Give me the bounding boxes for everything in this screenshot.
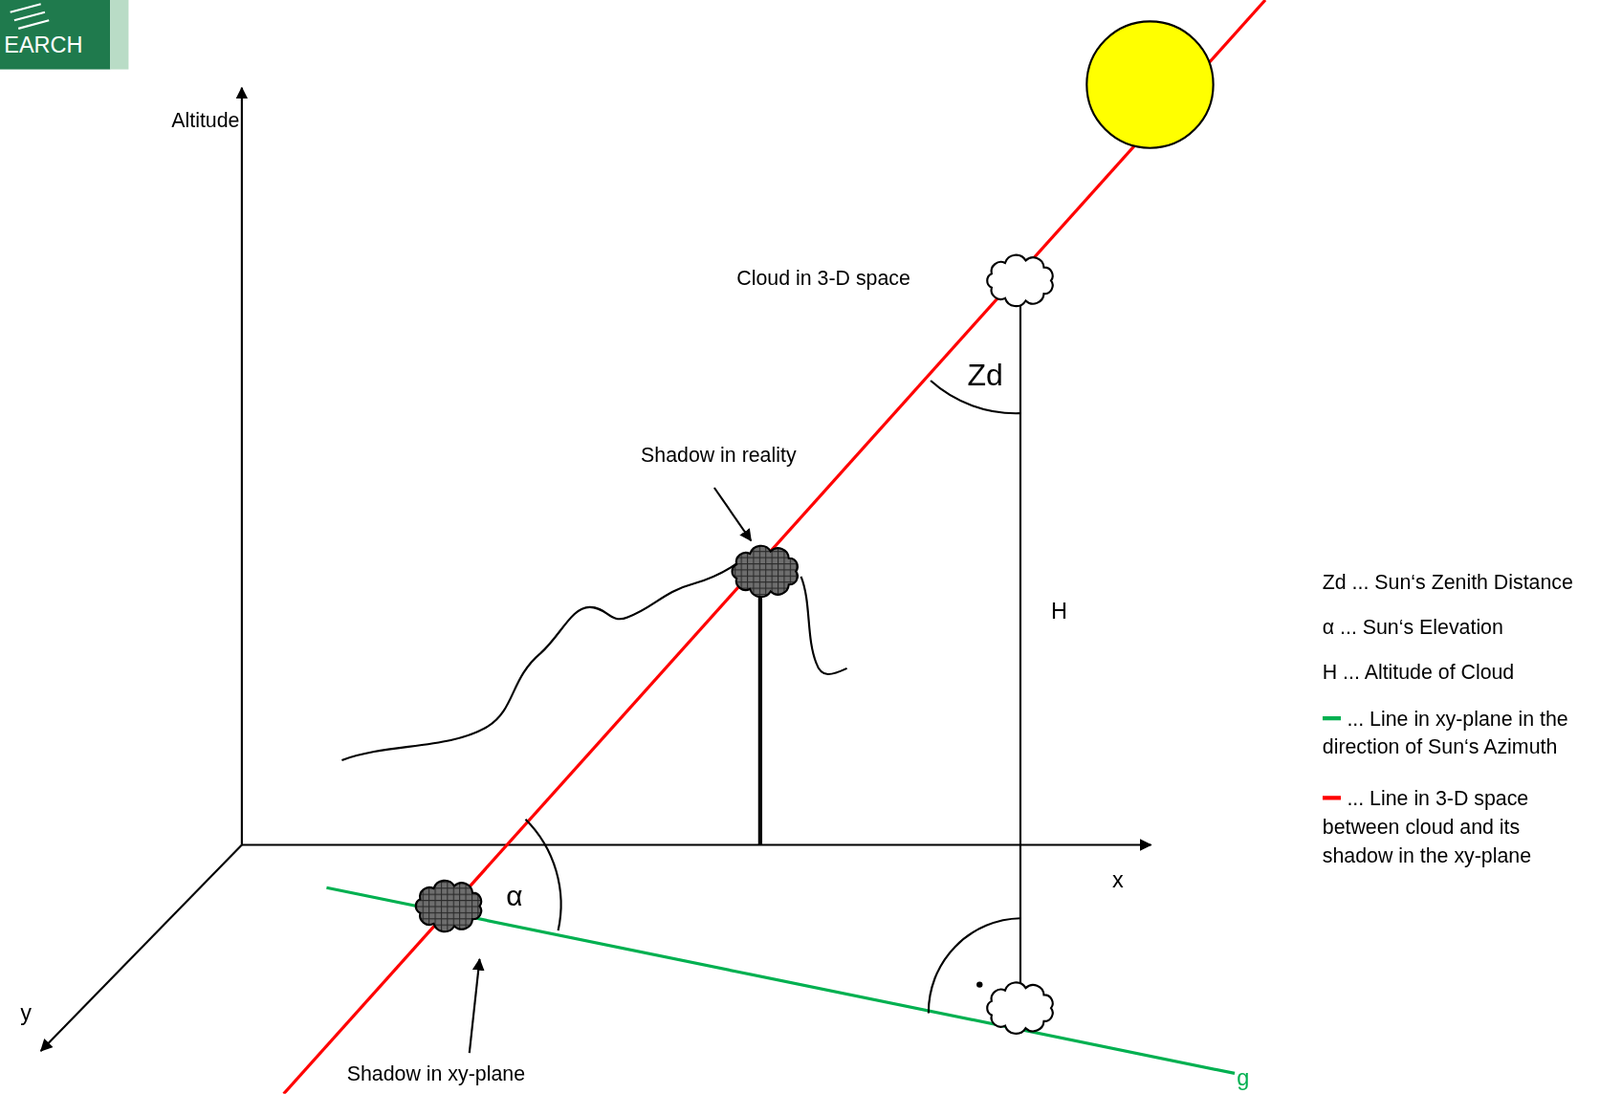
axis-label: Altitude — [171, 108, 240, 133]
right-angle-dot — [976, 981, 983, 987]
cloud-shadow — [732, 546, 798, 597]
axis-label: y — [20, 1000, 32, 1028]
legend-swatch — [1322, 716, 1341, 721]
callout-arrow — [469, 959, 481, 1053]
object-label: Shadow in xy-plane — [347, 1061, 526, 1087]
legend-text: H ... Altitude of Cloud — [1322, 657, 1591, 686]
legend-text: α ... Sun‘s Elevation — [1322, 612, 1591, 641]
callout-arrow — [714, 487, 751, 541]
dimension-label: H — [1051, 597, 1068, 625]
line-label: g — [1236, 1065, 1250, 1093]
elevation-angle-arc — [525, 819, 561, 931]
cloud — [986, 982, 1053, 1033]
sun — [1086, 21, 1213, 148]
axis-label: x — [1112, 867, 1124, 895]
angle-label: α — [505, 879, 523, 915]
logo-strip — [109, 0, 129, 70]
logo-block — [0, 0, 110, 70]
altitude-line — [1019, 298, 1022, 996]
legend-text: Zd ... Sun‘s Zenith Distance — [1322, 567, 1591, 596]
angle-label: Zd — [966, 356, 1003, 394]
legend-swatch — [1322, 795, 1341, 800]
logo-mark — [10, 3, 50, 29]
legend-text: ... Line in 3-D space between cloud and … — [1322, 783, 1591, 870]
sun-ray-line — [284, 0, 1266, 1094]
cloud — [986, 255, 1053, 307]
object-label: Cloud in 3-D space — [736, 264, 910, 290]
logo-text: EARCH — [3, 32, 83, 60]
altitude-axis — [241, 87, 243, 846]
object-label: Shadow in reality — [640, 442, 797, 468]
cloud-shadow — [416, 880, 482, 932]
x-axis — [241, 843, 1152, 846]
terrain-height — [758, 587, 763, 846]
legend-text: ... Line in xy-plane in the direction of… — [1322, 703, 1591, 762]
y-axis — [41, 844, 242, 1052]
